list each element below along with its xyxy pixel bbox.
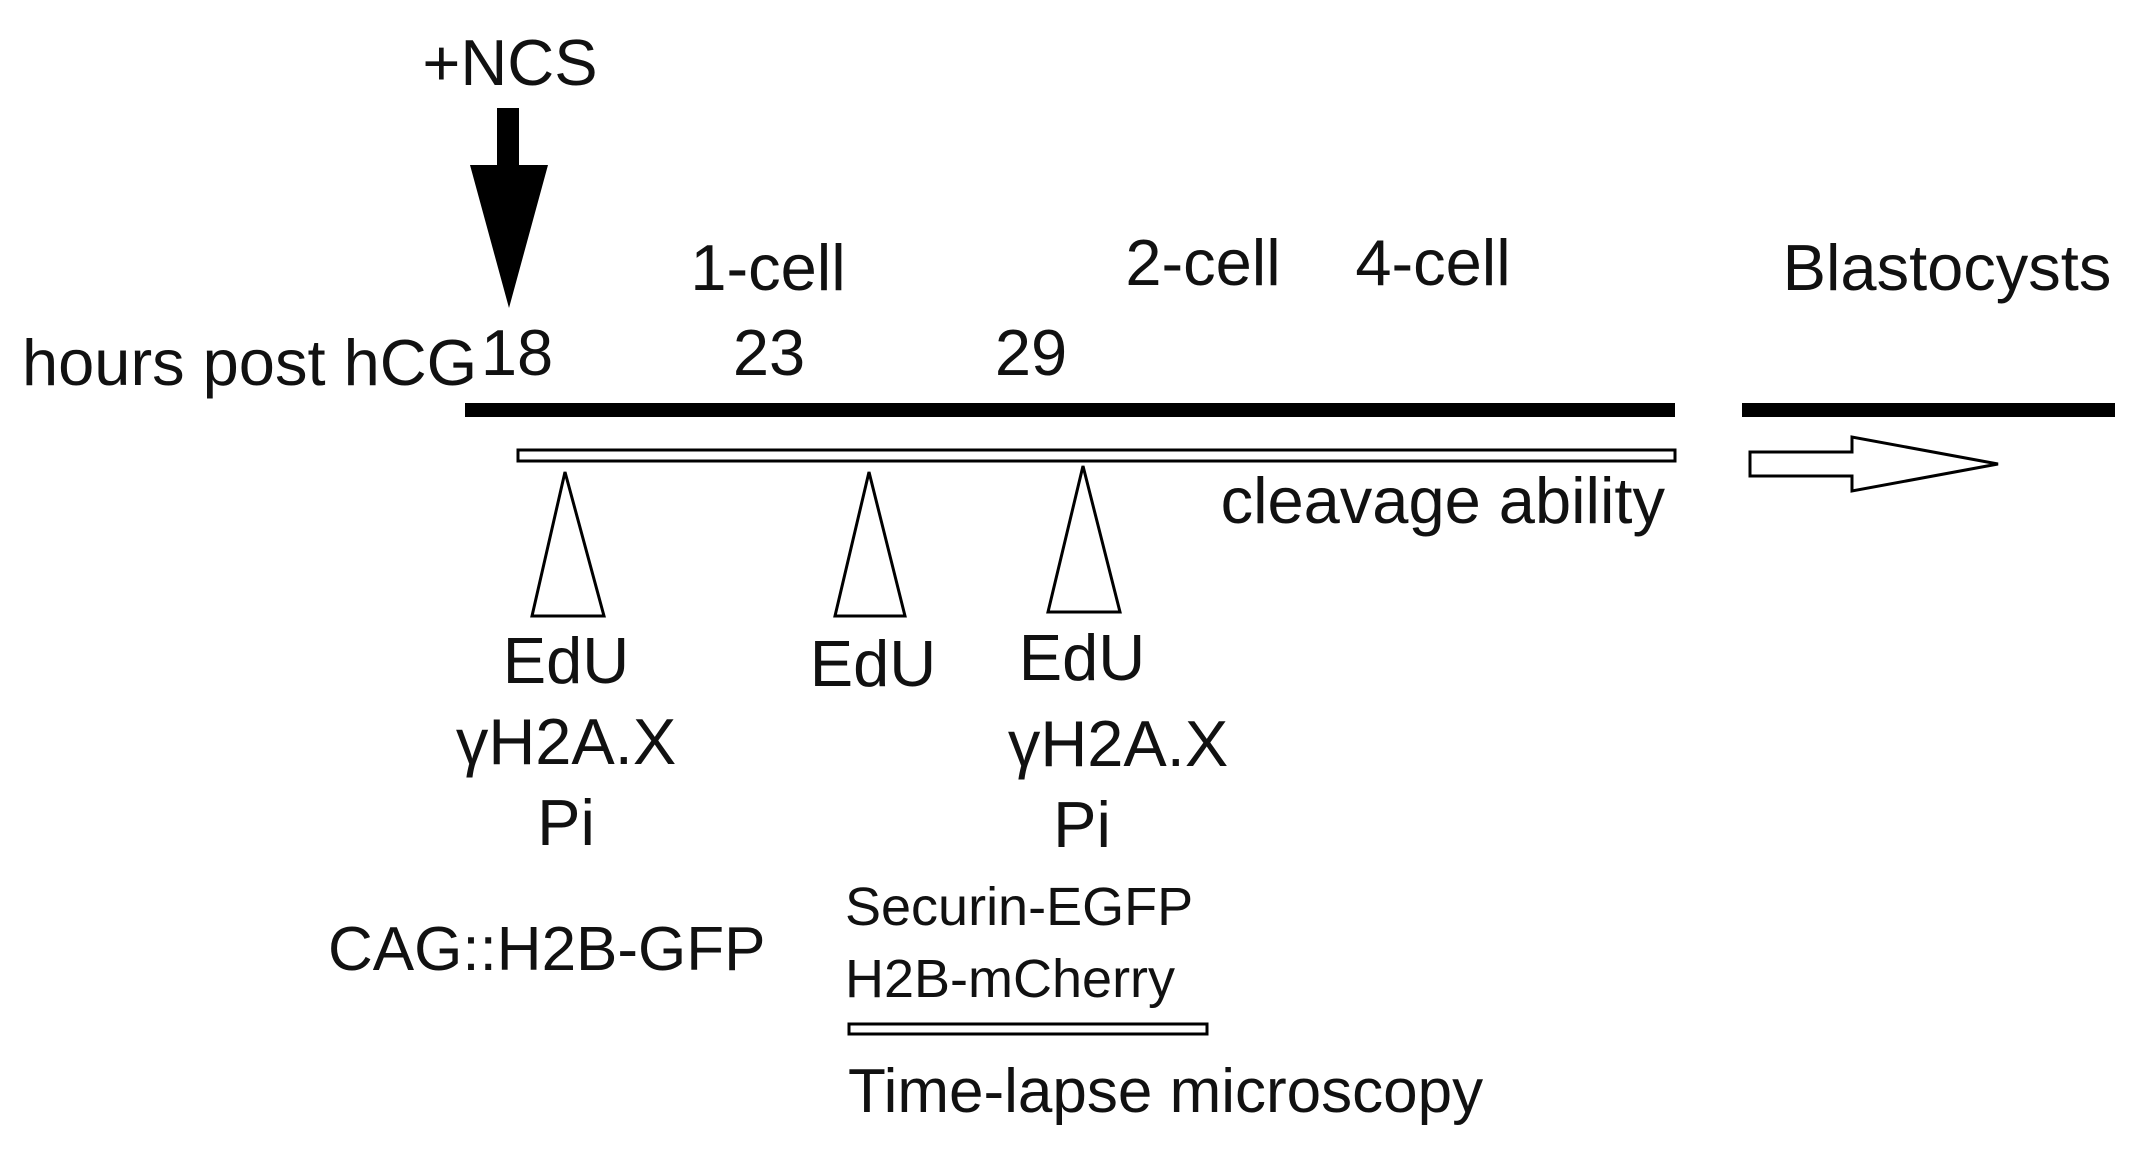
time-lapse-window-bar — [847, 1022, 1209, 1036]
reporter-h2b-mcherry: H2B-mCherry — [845, 949, 1175, 1009]
hour-tick-18: 18 — [481, 316, 553, 389]
hour-tick-23: 23 — [733, 316, 805, 389]
cleavage-ability-bar — [516, 448, 1677, 463]
hour-tick-29: 29 — [995, 316, 1067, 389]
stage-label-2-cell: 2-cell — [1125, 226, 1280, 299]
assay-label: EdU — [810, 627, 936, 700]
assay-label: Pi — [1053, 788, 1111, 861]
sampling-triangle-icon-18h — [530, 471, 606, 618]
cleavage-arrow-icon — [1748, 435, 1999, 493]
stage-label-4-cell: 4-cell — [1355, 226, 1510, 299]
stage-label-1-cell: 1-cell — [690, 231, 845, 304]
timeline-bar — [465, 403, 1675, 417]
assay-label: Pi — [537, 786, 595, 859]
ncs-treatment-label: +NCS — [422, 26, 597, 99]
reporter-securin-egfp: Securin-EGFP — [845, 877, 1193, 937]
sampling-triangle-icon-29h — [1046, 465, 1122, 614]
assay-label: γH2A.X — [1008, 707, 1228, 780]
assay-label: EdU — [503, 624, 629, 697]
timeline-bar-continued — [1742, 403, 2115, 417]
time-lapse-microscopy-label: Time-lapse microscopy — [848, 1057, 1483, 1126]
ncs-down-arrow-icon — [470, 108, 548, 308]
assay-label: γH2A.X — [456, 705, 676, 778]
reporter-cag-h2b-gfp: CAG::H2B-GFP — [328, 915, 766, 984]
stage-label-blastocysts: Blastocysts — [1783, 231, 2112, 304]
sampling-triangle-icon-23h — [833, 471, 907, 618]
cleavage-ability-label: cleavage ability — [1221, 464, 1666, 537]
assay-label: EdU — [1019, 621, 1145, 694]
hours-axis-label: hours post hCG — [22, 326, 477, 399]
